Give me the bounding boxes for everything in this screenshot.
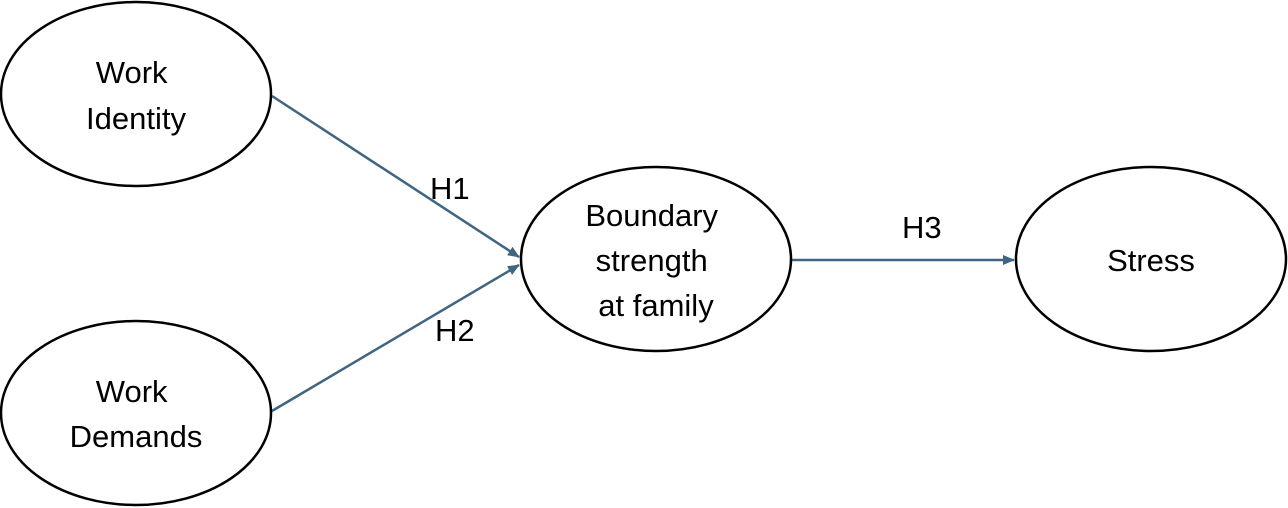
svg-text:Work Demands: Work Demands	[70, 374, 203, 454]
node-work-identity-shape	[0, 0, 273, 188]
edge-label-h3: H3	[902, 210, 942, 245]
node-work-identity: Work Identity	[0, 0, 273, 188]
svg-text:Stress: Stress	[1107, 243, 1195, 278]
arrow-h2	[271, 263, 520, 413]
node-work-demands: Work Demands	[0, 319, 273, 507]
edge-label-h1: H1	[430, 171, 470, 206]
node-stress: Stress	[1014, 165, 1288, 353]
node-work-demands-line-2: Demands	[70, 419, 203, 454]
arrow-h1	[271, 94, 520, 259]
node-stress-shape	[1014, 165, 1288, 353]
node-boundary-strength-shape	[519, 165, 793, 353]
node-work-demands-line-1: Work	[96, 374, 168, 409]
edge-h3: H3	[792, 210, 1015, 265]
node-boundary-strength: Boundary strength at family	[519, 165, 793, 353]
node-boundary-strength-line-2: strength	[596, 243, 708, 278]
svg-text:Boundary strength: Boundary strength at family	[585, 198, 726, 323]
edge-h2: H2	[271, 263, 520, 413]
edge-h1: H1	[271, 94, 520, 259]
node-stress-line-1: Stress	[1107, 243, 1195, 278]
node-work-demands-shape	[0, 319, 273, 507]
edge-label-h2: H2	[435, 313, 475, 348]
node-work-identity-line-2: Identity	[86, 101, 186, 136]
node-work-identity-line-1: Work	[96, 55, 168, 90]
svg-text:Work Identity: Work Identity	[86, 55, 186, 136]
node-boundary-strength-line-3: at family	[598, 288, 714, 323]
node-boundary-strength-line-1: Boundary	[585, 198, 718, 233]
